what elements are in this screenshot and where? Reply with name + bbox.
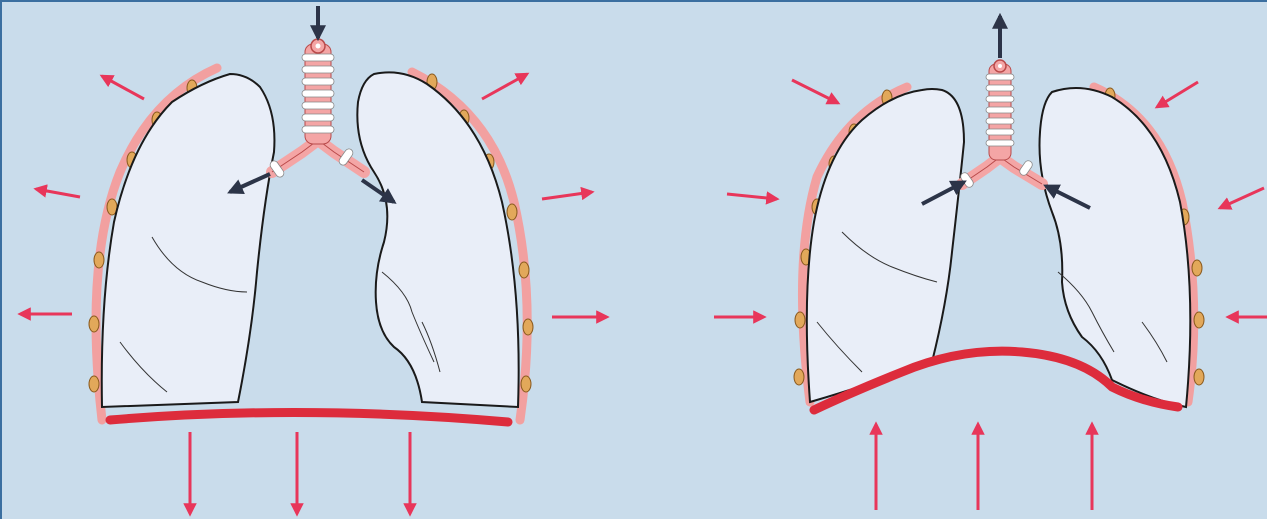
cartilage-ring (302, 90, 334, 97)
rib-icon (89, 376, 99, 392)
rib-icon (1194, 369, 1204, 385)
cartilage-ring (986, 85, 1014, 91)
rib-icon (523, 319, 533, 335)
rib-icon (94, 252, 104, 268)
cartilage-ring (986, 107, 1014, 113)
expiration-panel (714, 16, 1267, 510)
rib-icon (1194, 312, 1204, 328)
cartilage-ring (986, 96, 1014, 102)
rib-icon (794, 369, 804, 385)
cartilage-ring (986, 140, 1014, 146)
trachea (959, 60, 1034, 189)
rib-icon (521, 376, 531, 392)
inspiration-panel (20, 6, 607, 514)
cartilage-ring (302, 114, 334, 121)
force-arrow-icon (1157, 82, 1198, 107)
cartilage-ring (302, 78, 334, 85)
force-arrow-icon (36, 189, 80, 197)
cartilage-ring (986, 118, 1014, 124)
force-arrow-icon (542, 192, 592, 199)
rib-icon (89, 316, 99, 332)
cartilage-ring (302, 102, 334, 109)
cartilage-ring (302, 54, 334, 61)
diaphragm-flat (110, 412, 508, 422)
right-lung-inspiration (357, 72, 518, 407)
left-lung-inspiration (102, 74, 275, 407)
force-arrow-icon (727, 194, 777, 199)
rib-icon (507, 204, 517, 220)
force-arrow-icon (792, 80, 838, 103)
cartilage-ring (986, 129, 1014, 135)
force-arrow-icon (1220, 188, 1264, 208)
force-arrow-icon (482, 74, 527, 99)
cartilage-ring (986, 74, 1014, 80)
cartilage-ring (302, 126, 334, 133)
trachea (269, 39, 355, 179)
rib-icon (795, 312, 805, 328)
cartilage-ring (302, 66, 334, 73)
rib-icon (1192, 260, 1202, 276)
rib-icon (519, 262, 529, 278)
force-arrow-icon (102, 76, 144, 99)
